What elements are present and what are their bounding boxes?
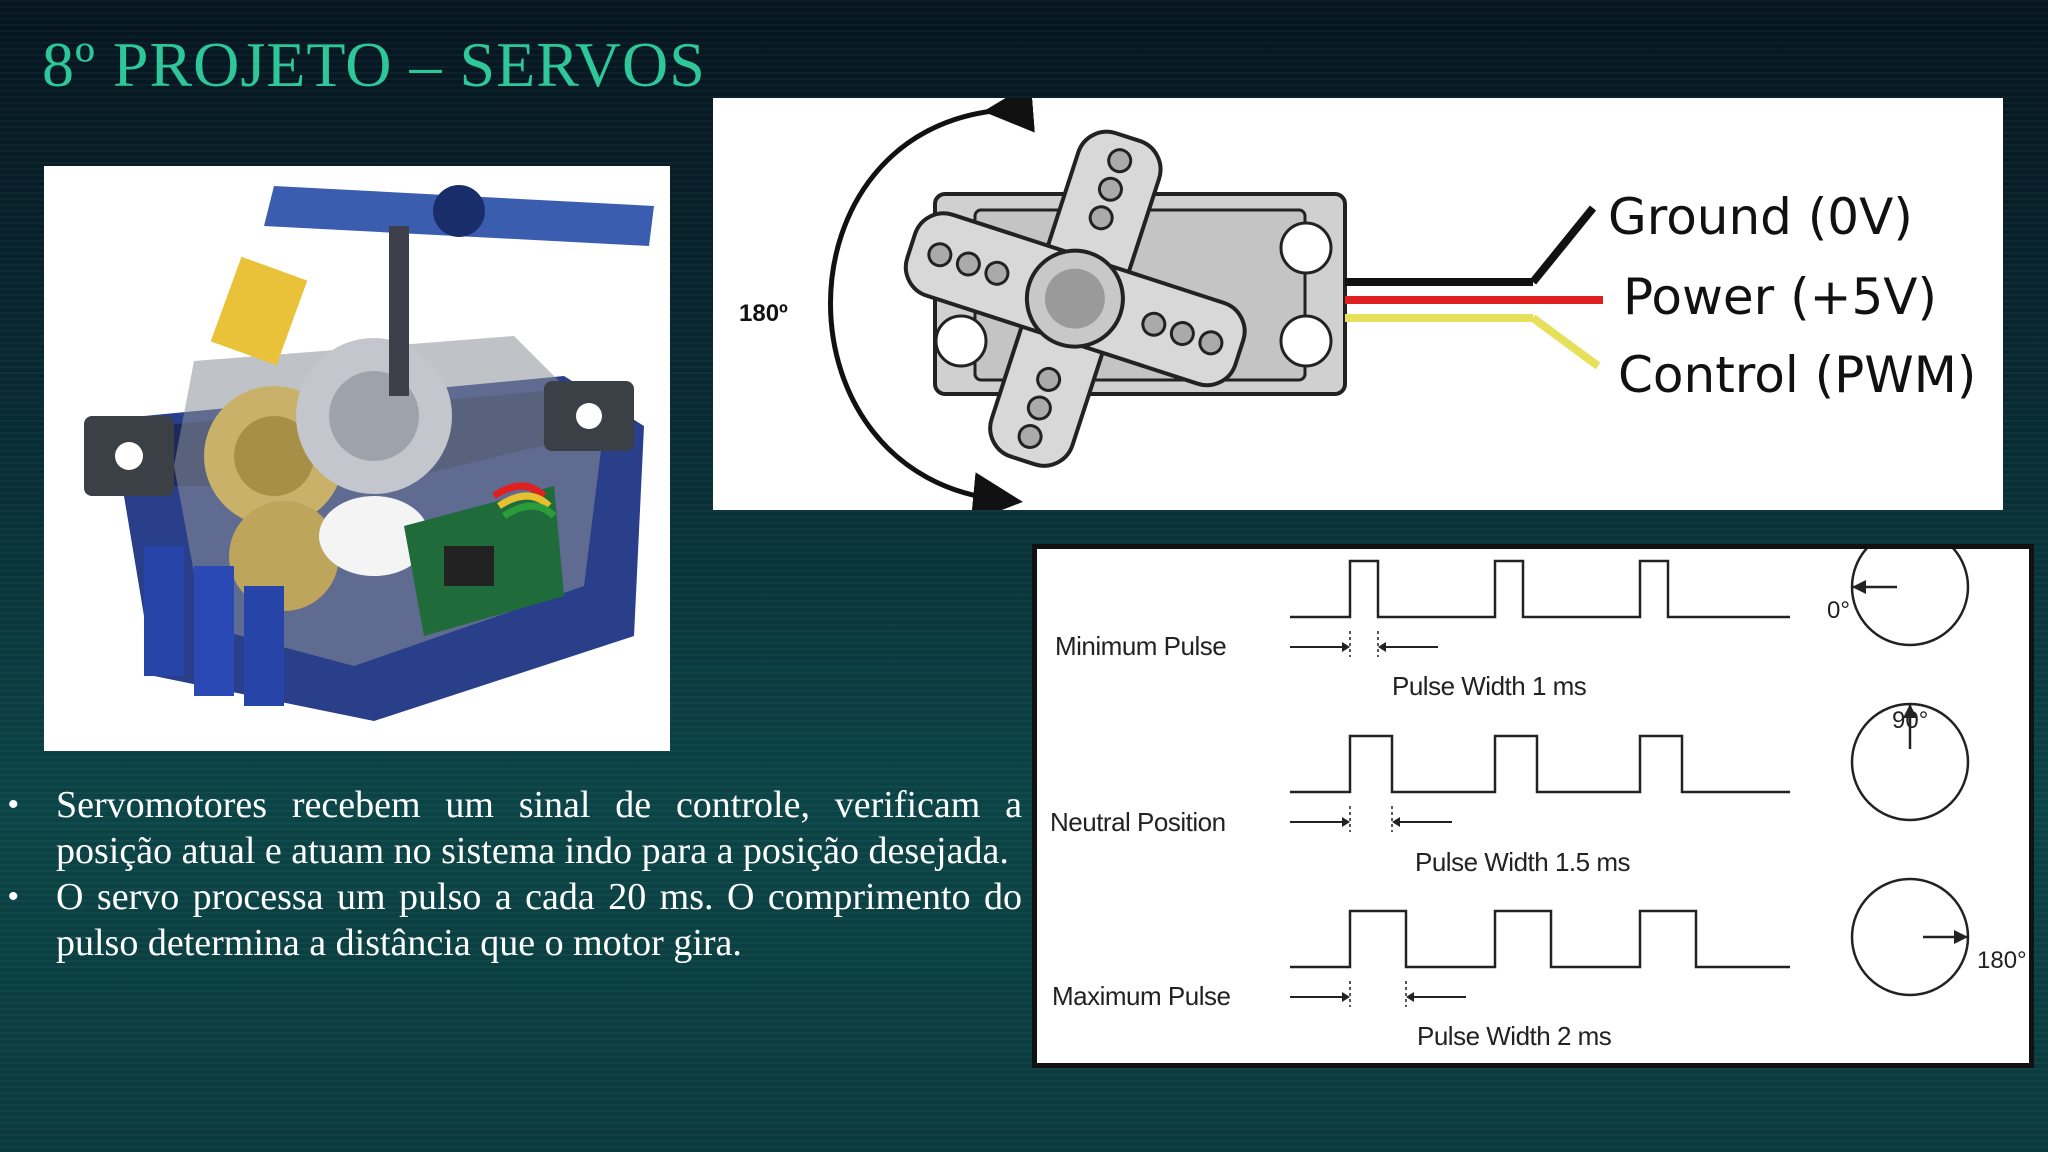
position-indicator-arrowhead xyxy=(1903,704,1917,718)
chip xyxy=(444,546,494,586)
position-indicator-arrowhead xyxy=(1852,580,1866,594)
bullet-marker: • xyxy=(8,788,19,821)
potentiometer xyxy=(319,496,429,576)
rotation-arc xyxy=(828,98,1035,510)
slide-title: 8º PROJETO – SERVOS xyxy=(42,29,706,100)
mount-hole xyxy=(1279,221,1333,275)
pulse-width-label-maximum: Pulse Width 2 ms xyxy=(1417,1021,1612,1051)
pulse-waveform xyxy=(1290,734,1790,794)
bullet-text: Servomotores recebem um sinal de control… xyxy=(56,784,1022,872)
cross-horn xyxy=(903,129,1247,468)
bullet-marker: • xyxy=(8,880,19,913)
servo-label xyxy=(210,256,308,366)
mounting-hole-right xyxy=(576,403,602,429)
rotation-angle-label: 180º xyxy=(739,300,788,327)
pulse-waveform xyxy=(1290,559,1790,619)
gear-small xyxy=(229,501,339,611)
pulse-width-arrowhead xyxy=(1392,817,1400,827)
servo-horn-hub xyxy=(433,185,485,237)
pulse-width-diagram: Minimum Pulse Pulse Width 1 ms 0° Neutra… xyxy=(1032,544,2034,1068)
servo-photo-illustration xyxy=(84,185,654,721)
pulse-waveform xyxy=(1290,909,1790,969)
pulse-waveforms-svg xyxy=(1290,549,1970,1007)
row-label-maximum: Maximum Pulse xyxy=(1052,981,1231,1011)
wire-label-power: Power (+5V) xyxy=(1623,268,1937,326)
pulse-width-arrowhead xyxy=(1342,992,1350,1002)
servo-photo xyxy=(44,166,670,751)
position-dial xyxy=(1850,549,1970,647)
pulse-width-arrowhead xyxy=(1406,992,1414,1002)
angle-label-maximum: 180° xyxy=(1977,947,2027,974)
row-label-neutral: Neutral Position xyxy=(1050,807,1226,837)
servo-wiring-svg xyxy=(828,98,1603,510)
bullet-list: • Servomotores recebem um sinal de contr… xyxy=(0,782,1022,966)
angle-label-minimum: 0° xyxy=(1827,597,1850,624)
pulse-width-arrowhead xyxy=(1342,817,1350,827)
angle-label-neutral: 90° xyxy=(1892,707,1929,734)
wire-label-control: Control (PWM) xyxy=(1618,346,1977,404)
bullet-item: • O servo processa um pulso a cada 20 ms… xyxy=(0,874,1022,966)
motor-rib xyxy=(144,546,184,676)
position-indicator-arrowhead xyxy=(1954,930,1968,944)
output-shaft xyxy=(389,226,409,396)
gear-large-hub xyxy=(234,416,314,496)
bullet-item: • Servomotores recebem um sinal de contr… xyxy=(0,782,1022,874)
pulse-width-arrowhead xyxy=(1342,642,1350,652)
servo-wiring-diagram: 180º Ground (0V) Power (+5V) Control (PW… xyxy=(713,98,2003,510)
pulse-width-label-minimum: Pulse Width 1 ms xyxy=(1392,671,1587,701)
mounting-hole-left xyxy=(115,442,143,470)
wire-label-ground: Ground (0V) xyxy=(1608,188,1913,246)
pulse-width-label-neutral: Pulse Width 1.5 ms xyxy=(1415,847,1630,877)
pulse-width-arrowhead xyxy=(1378,642,1386,652)
bullet-text: O servo processa um pulso a cada 20 ms. … xyxy=(56,876,1022,964)
row-label-minimum: Minimum Pulse xyxy=(1055,631,1227,661)
